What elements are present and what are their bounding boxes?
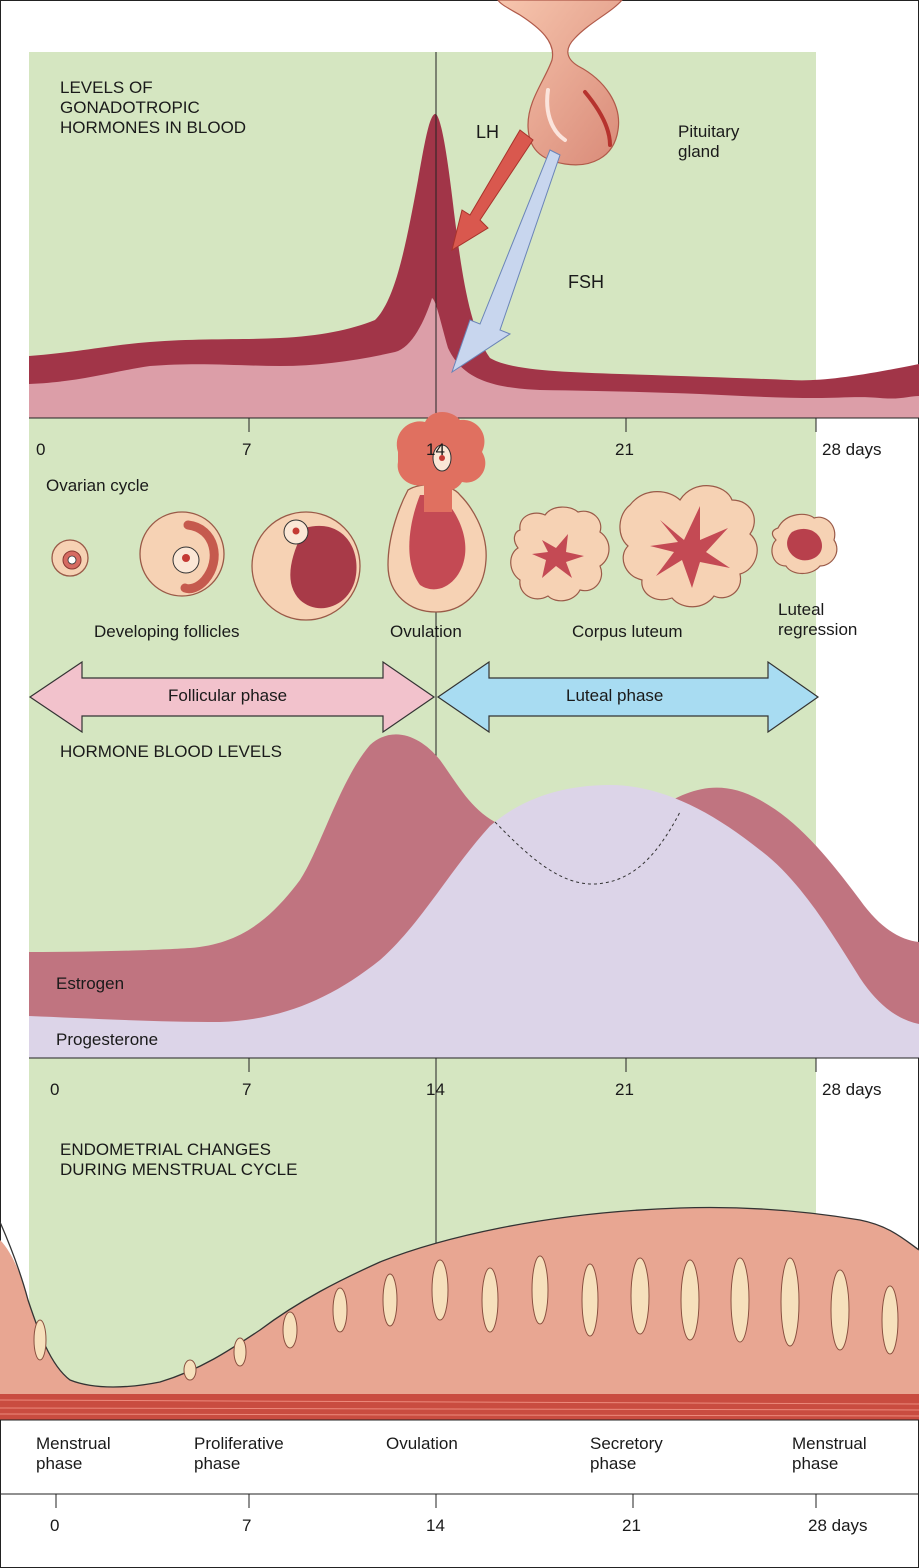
axis-3-tick-7: 7 (242, 1516, 251, 1536)
axis-3-end-label: 28 days (808, 1516, 868, 1536)
luteal-phase-label: Luteal phase (566, 686, 663, 706)
axis-2-tick-14: 14 (426, 1080, 445, 1100)
follicular-phase-label: Follicular phase (168, 686, 287, 706)
axis-1-tick-21: 21 (615, 440, 634, 460)
axis-1-tick-7: 7 (242, 440, 251, 460)
ovulation-stage-label: Ovulation (390, 622, 462, 642)
progesterone-label: Progesterone (56, 1030, 158, 1050)
axis-3-tick-21: 21 (622, 1516, 641, 1536)
follicle-icon (252, 512, 360, 620)
menstrual-phase-label-start: Menstrual phase (36, 1434, 111, 1474)
corpus-luteum-label: Corpus luteum (572, 622, 683, 642)
luteal-regression-label: Luteal regression (778, 600, 857, 640)
ovarian-cycle-title: Ovarian cycle (46, 476, 149, 496)
menstrual-phase-label-end: Menstrual phase (792, 1434, 867, 1474)
gonadotropin-panel-title: LEVELS OF GONADOTROPIC HORMONES IN BLOOD (60, 78, 246, 138)
axis-3-tick-0: 0 (50, 1516, 59, 1536)
axis-2-tick-21: 21 (615, 1080, 634, 1100)
secretory-phase-label: Secretory phase (590, 1434, 663, 1474)
axis-3-tick-14: 14 (426, 1516, 445, 1536)
endometrium-panel-title: ENDOMETRIAL CHANGES DURING MENSTRUAL CYC… (60, 1140, 297, 1180)
axis-2-tick-7: 7 (242, 1080, 251, 1100)
axis-2-end-label: 28 days (822, 1080, 882, 1100)
follicle-icon (140, 512, 224, 596)
pituitary-label: Pituitary gland (678, 122, 739, 162)
axis-1-tick-14: 14 (426, 440, 445, 460)
axis-2-tick-0: 0 (50, 1080, 59, 1100)
axis-1-end-label: 28 days (822, 440, 882, 460)
corpus-luteum-icon (511, 507, 609, 601)
ovulation-phase-label: Ovulation (386, 1434, 458, 1454)
axis-1-tick-0: 0 (36, 440, 45, 460)
proliferative-phase-label: Proliferative phase (194, 1434, 284, 1474)
developing-follicles-label: Developing follicles (94, 622, 240, 642)
luteal-regression-icon (772, 514, 837, 573)
estrogen-label: Estrogen (56, 974, 124, 994)
hormone-panel-title: HORMONE BLOOD LEVELS (60, 742, 282, 762)
fsh-label: FSH (568, 272, 604, 293)
follicle-icon (52, 540, 88, 576)
lh-label: LH (476, 122, 499, 143)
